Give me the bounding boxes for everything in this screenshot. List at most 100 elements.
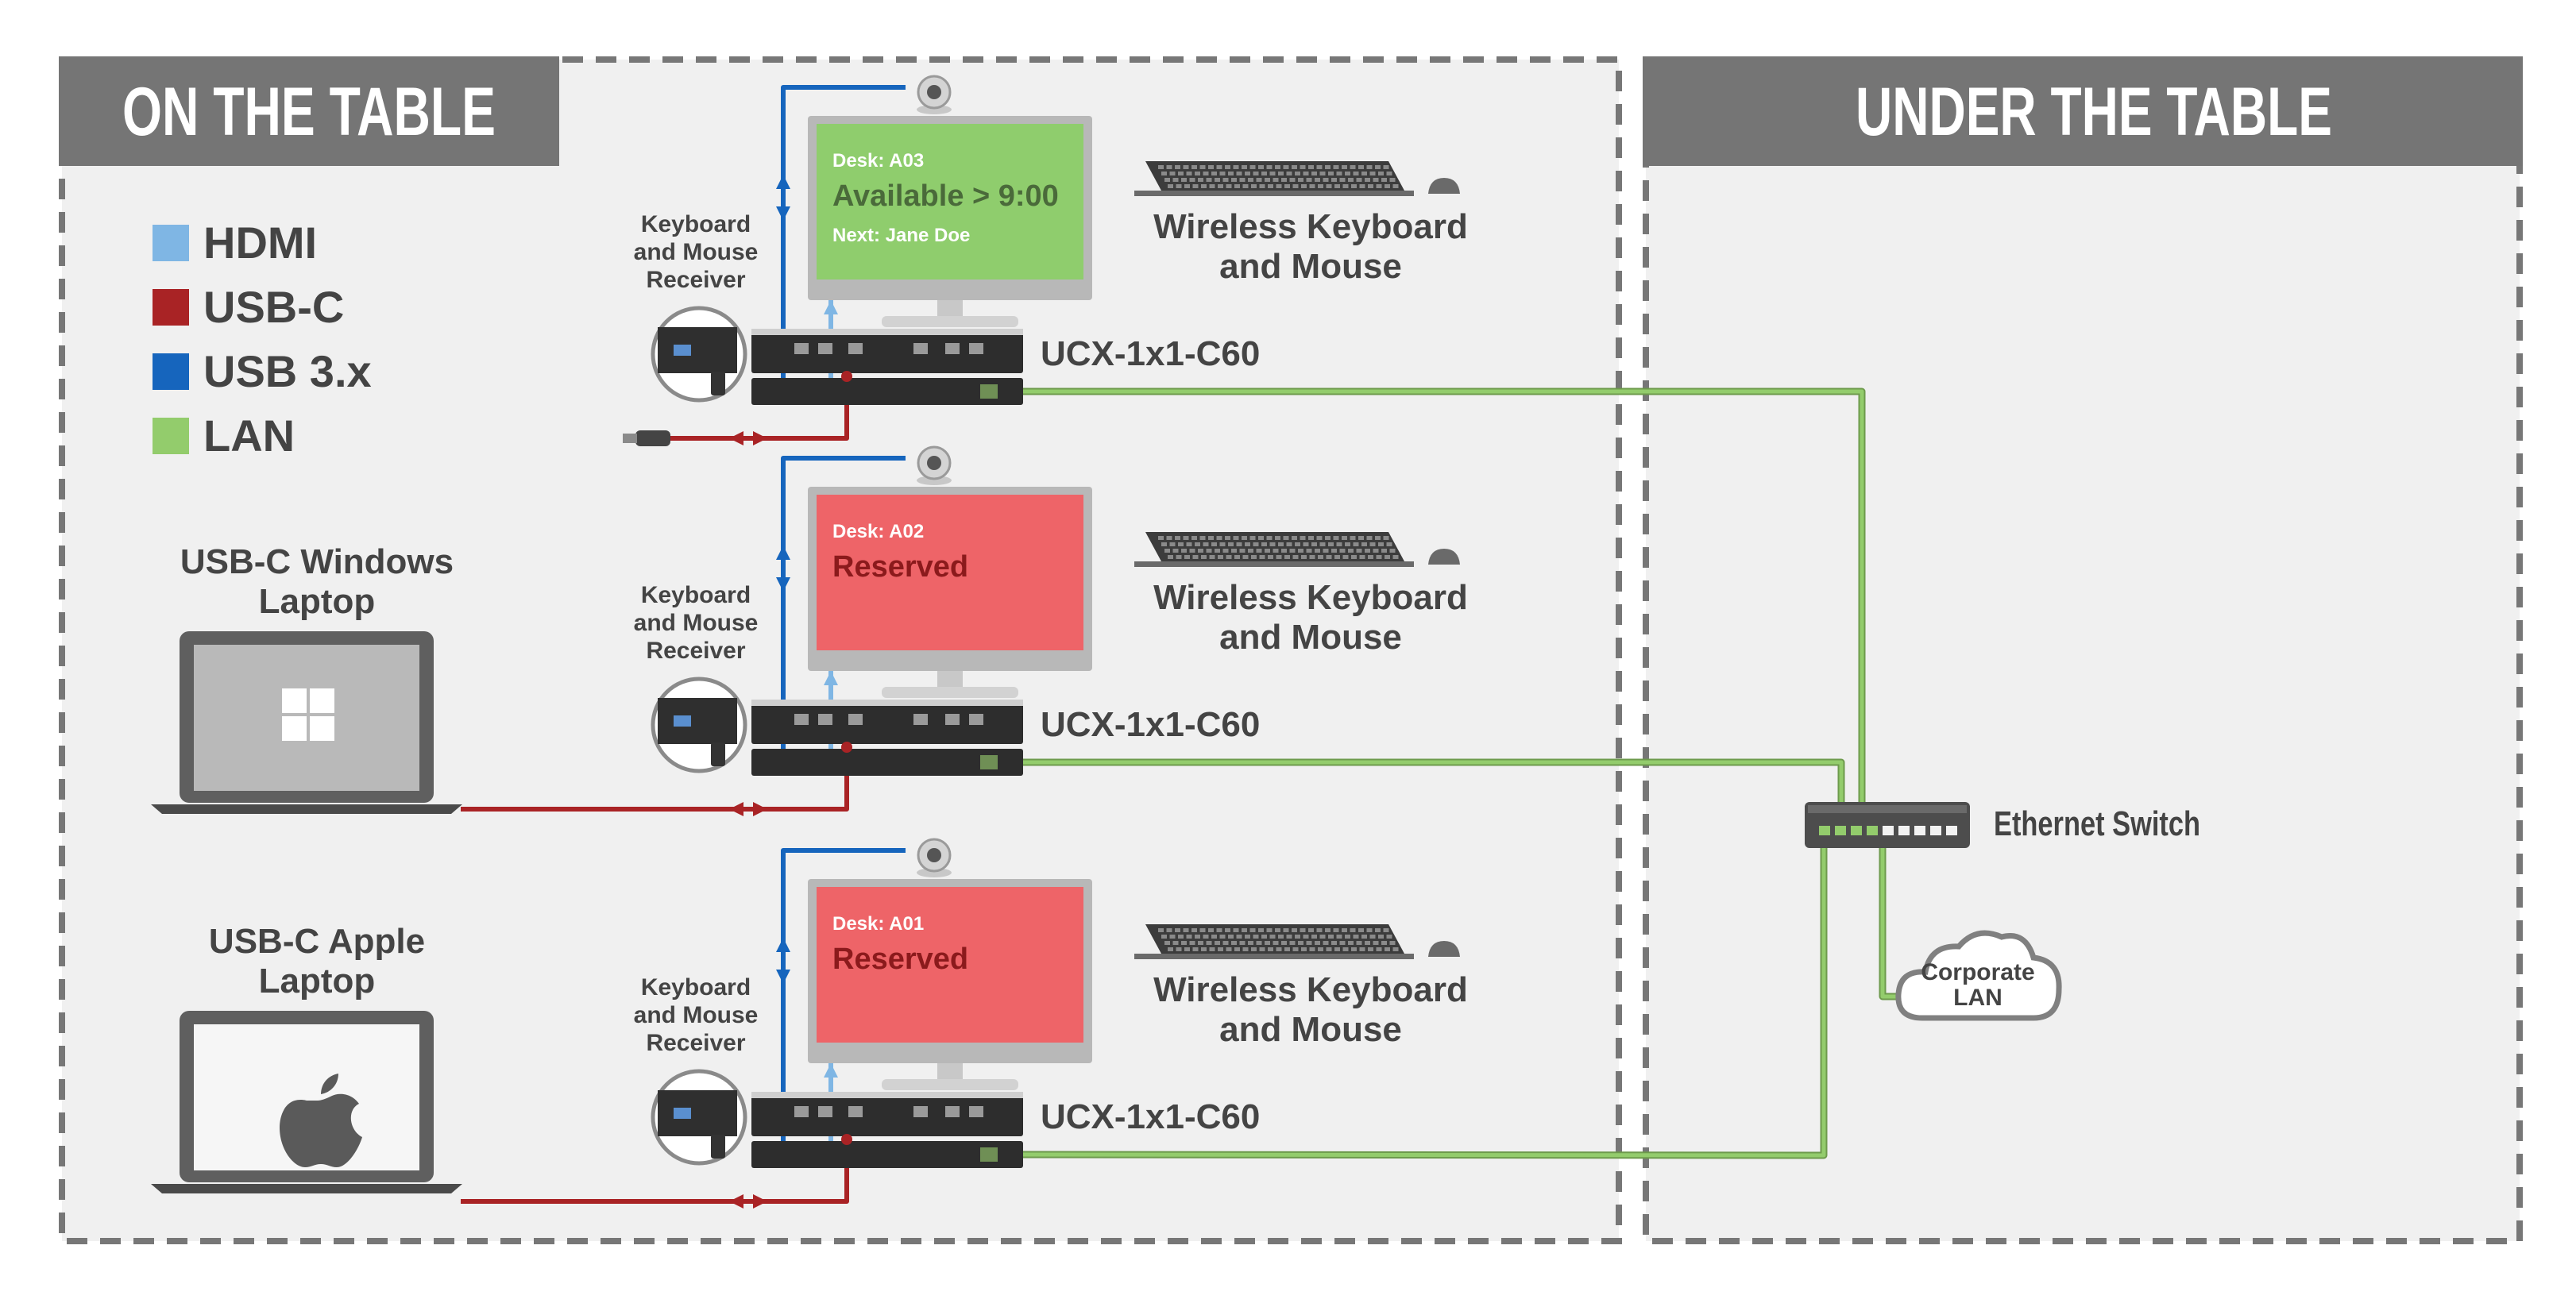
keyboard-key — [1198, 549, 1203, 553]
ethernet-switch-label: Ethernet Switch — [1994, 804, 2200, 843]
keyboard-key — [1218, 555, 1223, 559]
keyboard-key — [1242, 947, 1249, 951]
keyboard-key — [1176, 947, 1182, 951]
keyboard-key — [1233, 536, 1239, 540]
keyboard-key — [1378, 172, 1384, 175]
keyboard-key — [1319, 542, 1326, 546]
keyboard-key — [1361, 172, 1367, 175]
keyboard-key — [1222, 941, 1229, 945]
extender-port-2-5 — [969, 1106, 983, 1117]
keyboard-key — [1175, 928, 1180, 932]
keyboard-key — [1216, 165, 1222, 169]
keyboard-key — [1284, 555, 1290, 559]
keyboard-key — [1208, 928, 1214, 932]
hdmi-arrow-0 — [824, 300, 838, 314]
receiver-label-2-0: Keyboard — [641, 974, 751, 1000]
keyboard-key — [1226, 947, 1232, 951]
keyboard-key — [1181, 549, 1187, 553]
keyboard-key — [1345, 935, 1350, 939]
keyboard-key — [1275, 536, 1280, 540]
keyboard-key — [1251, 555, 1257, 559]
keyboard-key — [1350, 928, 1356, 932]
extender-port-1-3 — [913, 714, 928, 725]
keyboard-key — [1350, 536, 1356, 540]
extender-bottom-unit-2 — [751, 1141, 1023, 1168]
keyboard-key — [1233, 928, 1239, 932]
keyboard-key — [1199, 165, 1206, 169]
keyboard-key — [1300, 165, 1306, 169]
keyboard-key — [1242, 165, 1247, 169]
keyboard-key — [1306, 941, 1312, 945]
keyboard-key — [1234, 555, 1240, 559]
usbc-arrow-right-2 — [753, 1194, 767, 1209]
keyboard-key — [1225, 165, 1230, 169]
keyboard-key — [1269, 542, 1276, 546]
keyboard-key — [1284, 184, 1290, 188]
keyboard-key — [1309, 947, 1315, 951]
keyboard-key — [1242, 928, 1247, 932]
keyboard-key — [1318, 555, 1323, 559]
keyboard-key — [1265, 549, 1270, 553]
keyboard-key — [1186, 935, 1192, 939]
keyboard-key — [1336, 542, 1342, 546]
keyboard-key — [1203, 542, 1209, 546]
keyboard-key — [1345, 542, 1350, 546]
keyboard-key — [1242, 536, 1247, 540]
keyboard-key — [1326, 555, 1332, 559]
extender-lan-port-1 — [980, 755, 998, 769]
keyboard-key — [1368, 947, 1373, 951]
keyboard-key — [1191, 536, 1197, 540]
keyboard-key — [1342, 555, 1349, 559]
keyboard-key — [1218, 947, 1223, 951]
receiver-label-2-2: Receiver — [646, 1030, 745, 1056]
keyboard-key — [1198, 941, 1203, 945]
keyboard-key — [1303, 935, 1309, 939]
usbc-plug-icon — [635, 430, 670, 446]
keyboard-key — [1242, 555, 1249, 559]
keyboard-key — [1216, 928, 1222, 932]
keyboard-key — [1189, 941, 1195, 945]
cloud-label-line-1: Corporate — [1921, 959, 2034, 985]
receiver-label-1-1: and Mouse — [634, 610, 759, 636]
keyboard-key — [1181, 178, 1187, 182]
keyboard-key — [1381, 549, 1387, 553]
keyboard-key — [1275, 928, 1280, 932]
keyboard-key — [1385, 555, 1390, 559]
keyboard-key — [1334, 555, 1340, 559]
extender-bottom-unit-1 — [751, 749, 1023, 776]
keyboard-key — [1342, 947, 1349, 951]
keyboard-key — [1295, 172, 1300, 175]
keyboard-key — [1253, 542, 1259, 546]
keyboard-key — [1249, 928, 1256, 932]
keyboard-key — [1328, 542, 1334, 546]
switch-port-3 — [1867, 826, 1878, 835]
keyboard-key — [1298, 549, 1303, 553]
laptop-label-0-1: Laptop — [259, 582, 376, 621]
keyboard-key — [1286, 172, 1292, 175]
keyboard-key — [1268, 555, 1273, 559]
extender-bottom-unit-0 — [751, 378, 1023, 405]
keyboard-key — [1245, 172, 1250, 175]
keyboard-key — [1300, 536, 1306, 540]
receiver-port-panel-2 — [658, 1090, 737, 1136]
extender-port-2-3 — [913, 1106, 928, 1117]
receiver-port-panel-1 — [658, 698, 737, 744]
switch-port-5 — [1898, 826, 1910, 835]
screen-status-2: Reserved — [832, 943, 968, 976]
keyboard-key — [1215, 941, 1220, 945]
legend-swatch-0 — [153, 225, 189, 261]
keyboard-key — [1166, 536, 1172, 540]
keyboard-key — [1373, 549, 1379, 553]
monitor-screen-1 — [817, 495, 1083, 650]
keyboard-key — [1392, 184, 1399, 188]
keyboard-key — [1192, 555, 1199, 559]
keyboard-key — [1331, 941, 1337, 945]
extender-top-edge-2 — [751, 1092, 1023, 1098]
extender-port-1-1 — [818, 714, 832, 725]
keyboard-key — [1228, 542, 1234, 546]
keyboard-key — [1276, 555, 1282, 559]
keyboard-key — [1231, 178, 1237, 182]
corporate-lan-cloud: Corporate LAN — [1895, 930, 2062, 1021]
keyboard-key — [1342, 165, 1347, 169]
